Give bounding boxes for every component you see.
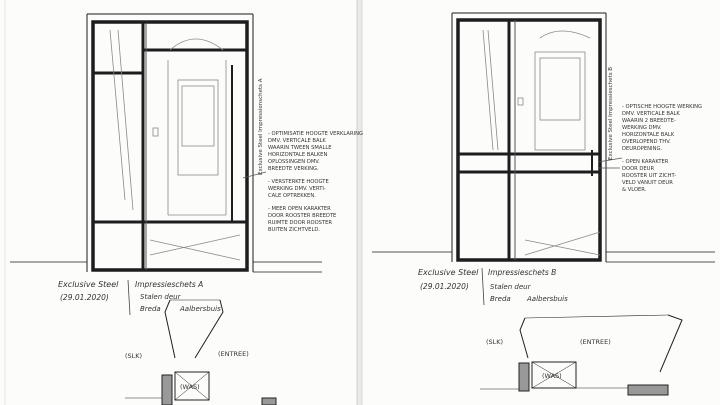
left-plan-drawing (125, 299, 277, 405)
left-title-line1: Exclusive Steel (58, 280, 119, 289)
left-place2: Breda (140, 305, 161, 313)
left-note-line: - OPTIMISATIE HOOGTE VERKLARING (268, 131, 363, 137)
page-gutter (357, 0, 362, 405)
right-note-line: - OPEN KARAKTER (622, 159, 669, 165)
right-place3: Aalbersbuis (526, 295, 568, 303)
right-plan-drawing (480, 314, 683, 396)
left-title-line2: Impressieschets A (135, 280, 203, 289)
right-title-line1: Exclusive Steel (418, 268, 479, 277)
right-plan-label-box: (WAS) (542, 372, 562, 380)
right-place2: Breda (490, 295, 511, 303)
left-title-block: Exclusive Steel Impressieschets A (29.01… (58, 279, 221, 316)
left-note-line: BUITEN ZICHTVELD. (268, 227, 320, 233)
right-plan-label-left: (SLK) (486, 338, 503, 346)
left-page (0, 0, 357, 405)
right-door-drawing (372, 12, 715, 263)
left-note-line: BREEDTE VERKING. (268, 166, 319, 172)
right-note-line: & VLOER. (622, 187, 647, 193)
right-note-line: DEUROPENING. (622, 146, 662, 152)
right-title-block: Exclusive Steel Impressieschets B (29.01… (418, 267, 568, 306)
left-note-line: WERKING DMV. VERTI- (268, 186, 326, 192)
right-date: (29.01.2020) (420, 282, 469, 291)
right-notes: - OPTISCHE HOOGTE WERKING DMV. VERTICALE… (622, 104, 702, 193)
right-note-line: DOOR DEUR (622, 166, 654, 172)
left-note-line: DMV. VERTICALE BALK (268, 138, 326, 144)
left-note-line: OPLOSSINGEN DMV. (268, 159, 320, 165)
right-plan-label-right: (ENTREE) (580, 338, 611, 346)
right-side-note: Exclusive Steel Impressieschets B (608, 67, 614, 160)
right-note-line: DMV. VERTICALE BALK (622, 111, 680, 117)
right-note-line: ROOSTER UIT ZICHT- (622, 173, 676, 179)
left-note-line: DOOR ROOSTER BREEDTE (268, 213, 336, 219)
left-place1: Stalen deur (140, 293, 182, 301)
left-plan-label-right: (ENTREE) (218, 350, 249, 358)
right-note-line: - OPTISCHE HOOGTE WERKING (622, 104, 702, 110)
right-annotation-brace (597, 157, 623, 169)
left-annotation-brace (242, 171, 267, 179)
right-note-line: OVERLOPEND THV. (622, 139, 671, 145)
right-note-line: WAARIN 2 BREEDTE- (622, 118, 676, 124)
left-door-drawing (10, 13, 322, 273)
left-note-line: CALE OPTREKKEN. (268, 193, 316, 199)
left-note-line: - MEER OPEN KARAKTER (268, 206, 331, 212)
right-note-line: HORIZONTALE BALK (622, 132, 675, 138)
left-date: (29.01.2020) (60, 293, 109, 302)
right-note-line: VELD VANUIT DEUR (622, 180, 673, 186)
left-plan-label-box: (WAS) (180, 383, 200, 391)
left-plan-label-left: (SLK) (125, 352, 142, 360)
left-note-line: WAARIN TWEEN SMALLE (268, 145, 332, 151)
left-notes: - OPTIMISATIE HOOGTE VERKLARING DMV. VER… (268, 131, 363, 233)
right-title-line2: Impressieschets B (488, 268, 556, 277)
left-note-line: RUIMTE DOOR ROOSTER (268, 220, 332, 226)
left-note-line: - VERSTERKTE HOOGTE (268, 179, 329, 185)
right-place1: Stalen deur (490, 283, 532, 291)
right-page (362, 0, 720, 405)
left-note-line: HORIZONTALE BALKEN (268, 152, 327, 158)
left-side-note: Exclusive Steel Impressionschets A (258, 78, 264, 175)
left-place3: Aalbersbuis (179, 305, 221, 313)
right-note-line: WERKING DMV. (622, 125, 662, 131)
